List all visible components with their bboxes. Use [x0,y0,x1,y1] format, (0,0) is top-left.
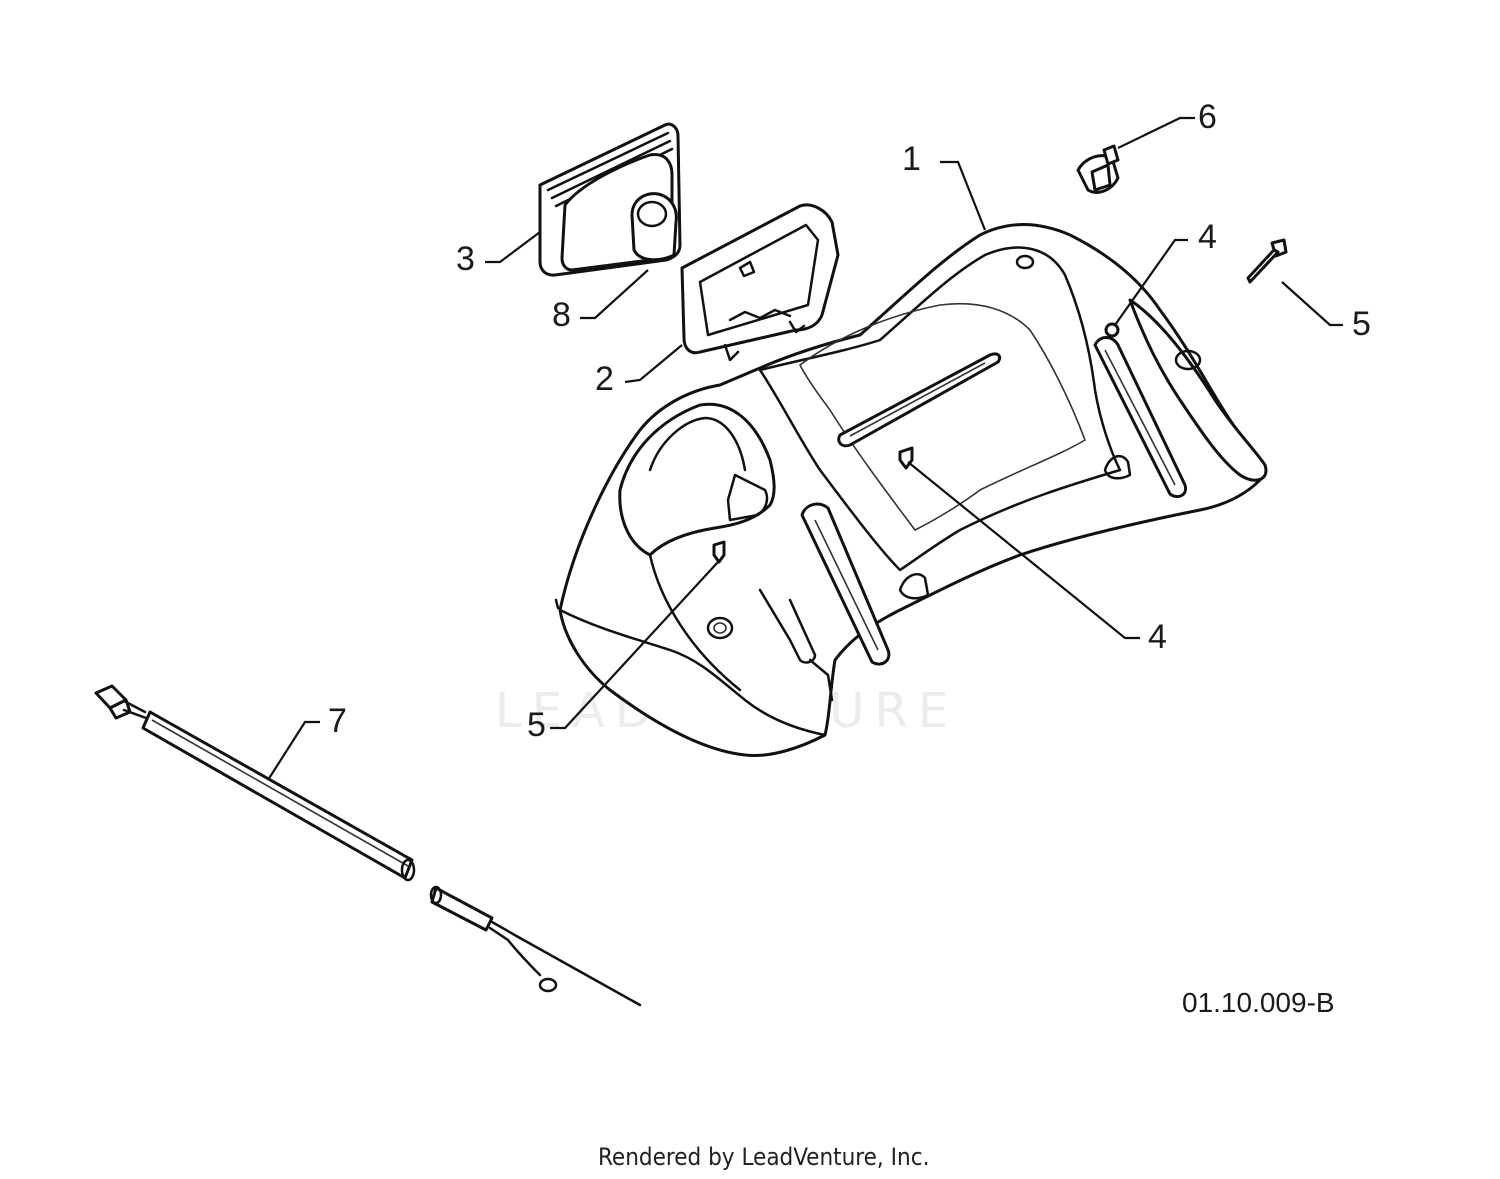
credit-text: Rendered by LeadVenture, Inc. [598,1143,929,1171]
leader-lines [267,116,1343,781]
switch-part-6[interactable] [1076,144,1120,194]
callout-4-bottom: 4 [1148,618,1167,656]
wiring-harness-part-7[interactable] [94,684,642,1007]
screw-part-5-left[interactable] [712,540,726,564]
callout-1: 1 [902,140,921,178]
callout-8: 8 [552,296,571,334]
headlight-part-3[interactable] [538,122,682,277]
screw-part-4-top[interactable] [1104,322,1120,338]
diagram-code: 01.10.009-B [1182,987,1335,1018]
dash-panel-part-1[interactable] [554,223,1268,758]
callout-7: 7 [328,702,347,740]
bezel-part-2[interactable] [680,203,840,362]
callout-5-left: 5 [527,706,546,744]
bolt-part-5-right[interactable] [1246,238,1288,284]
callout-5-right: 5 [1352,305,1371,343]
callout-2: 2 [595,360,614,398]
callout-3: 3 [456,240,475,278]
callout-6: 6 [1198,98,1217,136]
callout-4-top: 4 [1198,218,1217,256]
